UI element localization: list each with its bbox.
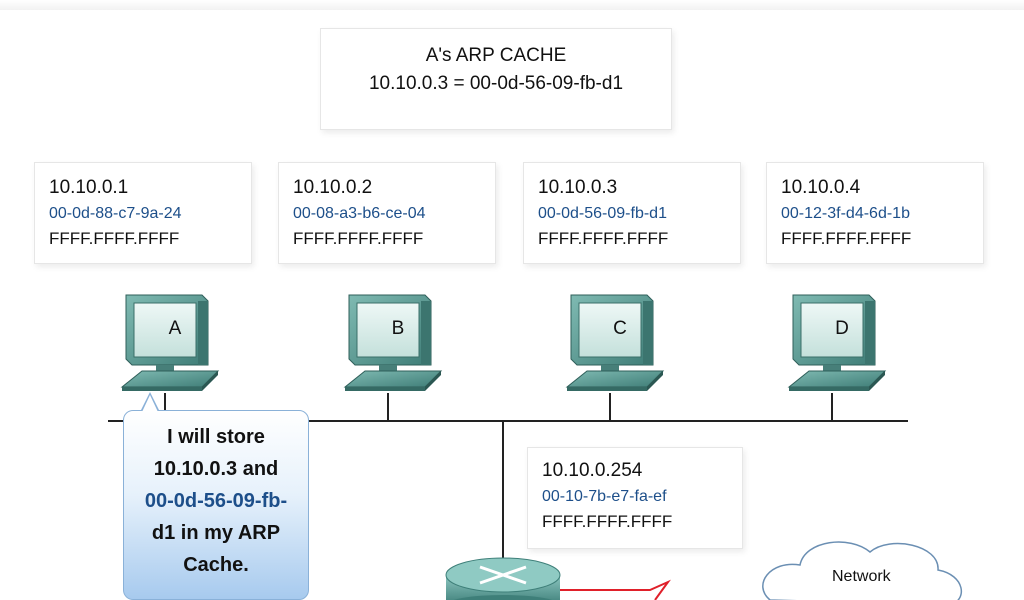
host-letter-d: D [835, 318, 849, 339]
computer-a-icon[interactable] [121, 294, 219, 392]
arp-cache-panel: A's ARP CACHE 10.10.0.3 = 00-0d-56-09-fb… [320, 28, 672, 130]
host-letter-a: A [169, 318, 182, 339]
router-ip: 10.10.0.254 [542, 460, 643, 481]
host-a-ip: 10.10.0.1 [49, 177, 129, 198]
host-b-broadcast: FFFF.FFFF.FFFF [293, 229, 424, 248]
host-letter-c: C [613, 318, 627, 339]
callout-line-5: Cache. [183, 554, 249, 576]
host-c-ip: 10.10.0.3 [538, 177, 618, 198]
network-cloud-icon [762, 541, 963, 600]
arp-cache-title: A's ARP CACHE [425, 45, 567, 66]
callout-line-1: I will store [167, 426, 265, 448]
host-b-info-panel: 10.10.0.2 00-08-a3-b6-ce-04 FFFF.FFFF.FF… [278, 162, 496, 264]
host-b-mac: 00-08-a3-b6-ce-04 [293, 205, 426, 222]
router-broadcast: FFFF.FFFF.FFFF [542, 512, 673, 531]
host-b-ip: 10.10.0.2 [293, 177, 373, 198]
host-d-mac: 00-12-3f-d4-6d-1b [781, 205, 910, 222]
callout-bubble: I will store 10.10.0.3 and 00-0d-56-09-f… [123, 410, 309, 600]
computer-c-icon[interactable] [566, 294, 664, 392]
host-d-ip: 10.10.0.4 [781, 177, 861, 198]
host-d-broadcast: FFFF.FFFF.FFFF [781, 229, 912, 248]
computer-b-icon[interactable] [344, 294, 442, 392]
computer-d-icon[interactable] [788, 294, 886, 392]
callout-line-2: 10.10.0.3 and [153, 458, 279, 480]
host-a-broadcast: FFFF.FFFF.FFFF [49, 229, 180, 248]
router-mac: 00-10-7b-e7-fa-ef [542, 488, 667, 505]
host-a-mac: 00-0d-88-c7-9a-24 [49, 205, 182, 222]
host-d-info-panel: 10.10.0.4 00-12-3f-d4-6d-1b FFFF.FFFF.FF… [766, 162, 984, 264]
wan-link-line [560, 579, 671, 600]
callout-tail-inner [142, 395, 158, 412]
router-icon[interactable] [445, 557, 561, 600]
network-label: Network [832, 568, 891, 585]
callout-line-4: d1 in my ARP [151, 522, 281, 544]
router-info-panel: 10.10.0.254 00-10-7b-e7-fa-ef FFFF.FFFF.… [527, 447, 743, 549]
top-band [0, 0, 1024, 10]
host-c-broadcast: FFFF.FFFF.FFFF [538, 229, 669, 248]
host-c-mac: 00-0d-56-09-fb-d1 [538, 205, 667, 222]
arp-cache-entry: 10.10.0.3 = 00-0d-56-09-fb-d1 [368, 73, 624, 94]
host-c-info-panel: 10.10.0.3 00-0d-56-09-fb-d1 FFFF.FFFF.FF… [523, 162, 741, 264]
host-a-info-panel: 10.10.0.1 00-0d-88-c7-9a-24 FFFF.FFFF.FF… [34, 162, 252, 264]
callout-line-3: 00-0d-56-09-fb- [144, 490, 288, 512]
host-letter-b: B [392, 318, 405, 339]
